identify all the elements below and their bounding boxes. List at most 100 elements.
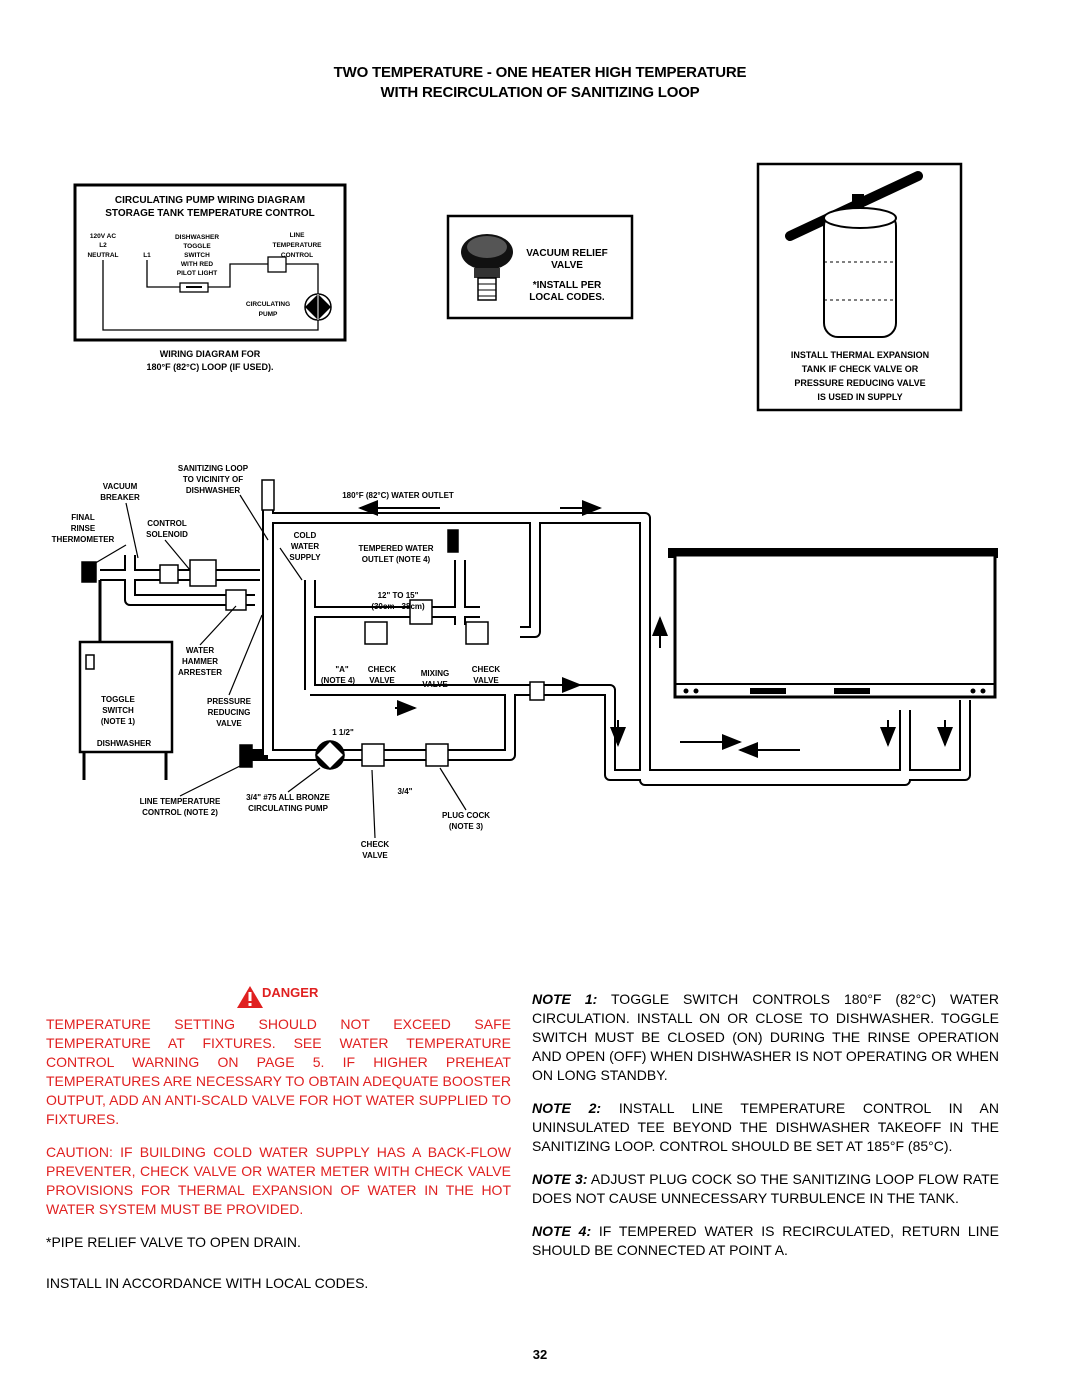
wiring-diagram: CIRCULATING PUMP WIRING DIAGRAM STORAGE … [73, 183, 347, 372]
vacuum-label-1: VACUUM RELIEF [526, 248, 607, 259]
label-mixing-2: VALVE [422, 680, 448, 689]
label-check-1: CHECK [368, 665, 397, 674]
valve-components [81, 479, 545, 771]
label-mixing-1: MIXING [421, 669, 449, 678]
danger-heading: DANGER [262, 985, 319, 1000]
label-final-3: THERMOMETER [52, 535, 115, 544]
label-control-1: CONTROL [147, 519, 187, 528]
wiring-pilot: PILOT LIGHT [177, 270, 217, 277]
label-pipe-34: 3/4" [398, 787, 413, 796]
vacuum-label-4: LOCAL CODES. [529, 292, 605, 303]
label-cold-3: SUPPLY [289, 553, 321, 562]
label-prv-1: PRESSURE [207, 697, 252, 706]
label-check-2: VALVE [369, 676, 395, 685]
wiring-120v: 120V AC [90, 233, 116, 240]
label-plug-1: PLUG COCK [442, 811, 490, 820]
label-ltc-2: CONTROL (NOTE 2) [142, 808, 218, 817]
dishwasher [78, 580, 174, 780]
vacuum-relief-box: VACUUM RELIEF VALVE *INSTALL PER LOCAL C… [446, 214, 634, 320]
label-final-1: FINAL [71, 513, 95, 522]
danger-text-1: TEMPERATURE SETTING SHOULD NOT EXCEED SA… [46, 1016, 511, 1127]
note-3-label: NOTE 3: [532, 1171, 588, 1187]
label-prv-3: VALVE [216, 719, 242, 728]
label-final-2: RINSE [71, 524, 96, 533]
note-2: NOTE 2: INSTALL LINE TEMPERATURE CONTROL… [532, 1099, 999, 1156]
label-checkbot-1: CHECK [361, 840, 390, 849]
expansion-label-4: IS USED IN SUPPLY [817, 392, 902, 402]
relief-valve-note: *PIPE RELIEF VALVE TO OPEN DRAIN. [46, 1234, 301, 1250]
flow-arrows [358, 500, 953, 758]
wiring-l1: L1 [143, 252, 151, 259]
label-prv-2: REDUCING [208, 708, 251, 717]
label-toggle-2: SWITCH [102, 706, 134, 715]
note-3-text: ADJUST PLUG COCK SO THE SANITIZING LOOP … [532, 1171, 999, 1206]
note-4: NOTE 4: IF TEMPERED WATER IS RECIRCULATE… [532, 1222, 999, 1260]
label-note4: (NOTE 4) [321, 676, 356, 685]
diagram-canvas: CIRCULATING PUMP WIRING DIAGRAM STORAGE … [52, 162, 998, 860]
wiring-l2: L2 [99, 242, 107, 249]
wiring-title-1: CIRCULATING PUMP WIRING DIAGRAM [115, 195, 305, 206]
wiring-withred: WITH RED [181, 261, 213, 268]
label-sanitizing-2: TO VICINITY OF [183, 475, 243, 484]
label-tempered-2: OUTLET (NOTE 4) [362, 555, 431, 564]
wiring-title-2: STORAGE TANK TEMPERATURE CONTROL [105, 208, 314, 219]
wiring-pump: PUMP [259, 311, 278, 318]
note-1: NOTE 1: TOGGLE SWITCH CONTROLS 180°F (82… [532, 990, 999, 1085]
warning-triangle-icon [237, 986, 263, 1008]
label-tempered-1: TEMPERED WATER [359, 544, 434, 553]
vacuum-label-3: *INSTALL PER [533, 280, 602, 291]
label-dist-1: 12" TO 15" [378, 591, 419, 600]
label-cold-2: WATER [291, 542, 320, 551]
label-vacuum-1: VACUUM [103, 482, 138, 491]
expansion-label-3: PRESSURE REDUCING VALVE [794, 378, 925, 388]
label-pump-1: 3/4" #75 ALL BRONZE [246, 793, 330, 802]
label-toggle-1: TOGGLE [101, 695, 135, 704]
wiring-control: CONTROL [281, 252, 313, 259]
note-4-label: NOTE 4: [532, 1223, 592, 1239]
note-2-label: NOTE 2: [532, 1100, 602, 1116]
label-outlet: 180°F (82°C) WATER OUTLET [342, 491, 454, 500]
page-title-line1: TWO TEMPERATURE - ONE HEATER HIGH TEMPER… [333, 64, 747, 81]
wiring-neutral: NEUTRAL [87, 252, 118, 259]
label-cold-1: COLD [294, 531, 317, 540]
label-dist-2: (30cm - 38cm) [371, 602, 425, 611]
label-check2-1: CHECK [472, 665, 501, 674]
wiring-dishwasher: DISHWASHER [175, 234, 219, 241]
storage-tank [668, 548, 998, 699]
label-check2-2: VALVE [473, 676, 499, 685]
label-pipe-112: 1 1/2" [332, 728, 354, 737]
piping-diagram: CIRCULATING PUMP WIRING DIAGRAM STORAGE … [52, 162, 998, 860]
label-sanitizing-3: DISHWASHER [186, 486, 240, 495]
wiring-caption-2: 180°F (82°C) LOOP (IF USED). [146, 362, 273, 372]
label-sanitizing-1: SANITIZING LOOP [178, 464, 249, 473]
vacuum-label-2: VALVE [551, 260, 583, 271]
label-checkbot-2: VALVE [362, 851, 388, 860]
label-toggle-3: (NOTE 1) [101, 717, 136, 726]
page-title-line2: WITH RECIRCULATION OF SANITIZING LOOP [380, 84, 700, 101]
expansion-label-1: INSTALL THERMAL EXPANSION [791, 350, 929, 360]
label-control-2: SOLENOID [146, 530, 188, 539]
note-4-text: IF TEMPERED WATER IS RECIRCULATED, RETUR… [532, 1223, 999, 1258]
label-hammer-1: WATER [186, 646, 215, 655]
wiring-temperature: TEMPERATURE [273, 242, 323, 249]
wiring-switch: SWITCH [184, 252, 210, 259]
leader-lines [91, 494, 467, 839]
label-pump-2: CIRCULATING PUMP [248, 804, 329, 813]
label-dishwasher: DISHWASHER [97, 739, 151, 748]
label-hammer-2: HAMMER [182, 657, 218, 666]
danger-text-2: CAUTION: IF BUILDING COLD WATER SUPPLY H… [46, 1144, 511, 1217]
wiring-line: LINE [290, 232, 305, 239]
local-codes-note: INSTALL IN ACCORDANCE WITH LOCAL CODES. [46, 1275, 369, 1291]
left-column: TEMPERATURE SETTING SHOULD NOT EXCEED SA… [46, 1015, 511, 1307]
label-ltc-1: LINE TEMPERATURE [140, 797, 221, 806]
label-vacuum-2: BREAKER [100, 493, 140, 502]
expansion-tank-box: INSTALL THERMAL EXPANSION TANK IF CHECK … [756, 162, 963, 412]
wiring-toggle: TOGGLE [183, 243, 211, 250]
label-hammer-3: ARRESTER [178, 668, 222, 677]
right-column: NOTE 1: TOGGLE SWITCH CONTROLS 180°F (82… [532, 990, 999, 1274]
expansion-label-2: TANK IF CHECK VALVE OR [802, 364, 919, 374]
piping-labels: SANITIZING LOOP TO VICINITY OF DISHWASHE… [52, 464, 501, 860]
label-point-a: "A" [335, 665, 349, 674]
note-3: NOTE 3: ADJUST PLUG COCK SO THE SANITIZI… [532, 1170, 999, 1208]
page-number: 32 [532, 1347, 548, 1362]
